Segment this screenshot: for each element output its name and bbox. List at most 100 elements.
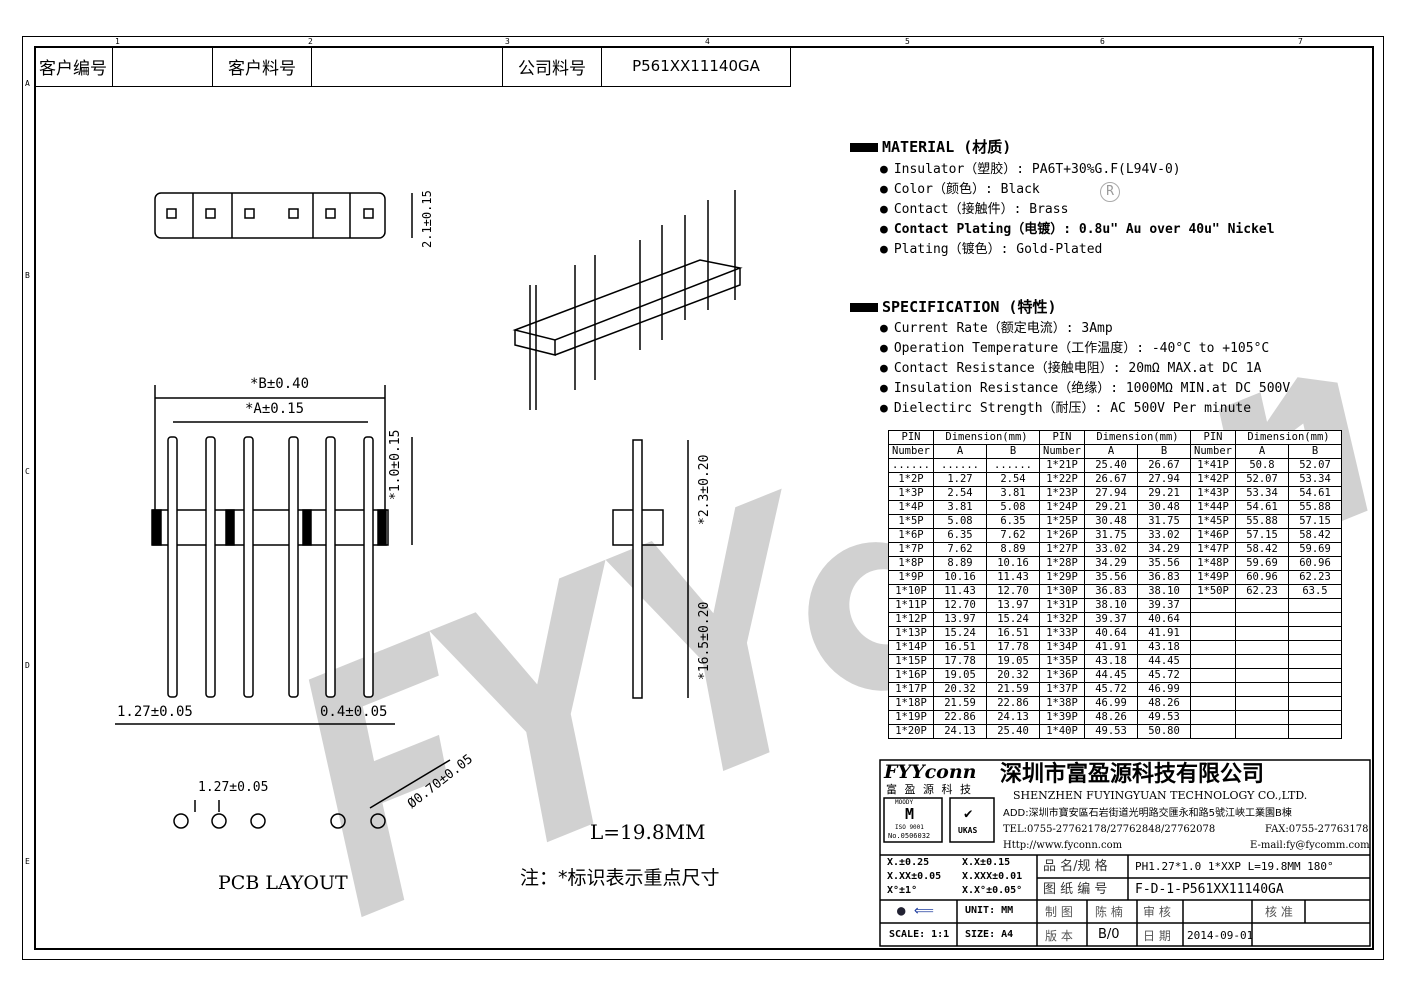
cert-iso: ISO 9001 (895, 824, 924, 831)
dim-pitch: 1.27±0.05 (117, 704, 193, 720)
check-label: 审 核 (1143, 905, 1171, 919)
dimension-cell: 55.88 (1288, 500, 1342, 515)
zone-label: 5 (905, 37, 910, 46)
dimension-cell: 59.69 (1235, 556, 1289, 571)
zone-label: D (25, 661, 30, 670)
company-logo: FYYconn (884, 761, 977, 783)
dimension-cell: 10.16 (986, 556, 1040, 571)
registered-mark: R (1100, 182, 1120, 202)
spec-item: Operation Temperature（工作温度）: -40°C to +1… (880, 341, 1269, 357)
name-value: PH1.27*1.0 1*XXP L=19.8MM 180° (1135, 860, 1334, 873)
dimension-cell: 16.51 (986, 626, 1040, 641)
side-view (612, 439, 689, 699)
spec-item: Dielectirc Strength（耐压）: AC 500V Per min… (880, 401, 1251, 417)
dimension-cell: 43.18 (1137, 640, 1191, 655)
pin-number-cell: 1*31P (1039, 598, 1085, 613)
spec-item: Contact Resistance（接触电阻）: 20mΩ MAX.at DC… (880, 361, 1262, 377)
dimension-cell: 3.81 (986, 486, 1040, 501)
approve-label: 核 准 (1265, 905, 1293, 919)
dimension-cell: 40.64 (1137, 612, 1191, 627)
company-address: ADD:深圳市寶安區石岩街道光明路交匯永和路5號江峽工業園B棟 (1003, 808, 1292, 819)
projection-symbol-icon: ● ⟸ (897, 903, 934, 919)
name-label: 品 名/规 格 (1043, 859, 1108, 874)
company-tel: TEL:0755-27762178/27762848/27762078 (1003, 824, 1216, 835)
dimension-cell: 57.15 (1288, 514, 1342, 529)
dimension-cell: 17.78 (933, 654, 987, 669)
customer-part-label: 客户料号 (213, 46, 312, 87)
drawing-no-label: 图 纸 编 号 (1043, 882, 1108, 897)
zone-label: E (25, 857, 30, 866)
inner-frame (34, 46, 1374, 950)
dim-pin-width: 0.4±0.05 (320, 704, 388, 720)
dimension-cell: 48.26 (1084, 710, 1138, 725)
pin-number-cell: 1*32P (1039, 612, 1085, 627)
watermark-letter-y (605, 488, 782, 772)
header-number: Number (888, 444, 934, 459)
date-label: 日 期 (1143, 929, 1171, 943)
zone-label: B (25, 271, 30, 280)
dimension-cell: 16.51 (933, 640, 987, 655)
zone-label: 4 (705, 37, 710, 46)
dimension-cell: 21.59 (986, 682, 1040, 697)
company-fax: FAX:0755-27763178 (1265, 824, 1369, 835)
dimension-cell: 41.91 (1137, 626, 1191, 641)
dimension-cell (1288, 724, 1342, 739)
cert-moody-logo: M (905, 805, 915, 823)
top-view (154, 192, 413, 239)
company-name-cn: 深圳市富盈源科技有限公司 (1000, 762, 1265, 787)
dimension-cell: 5.08 (933, 514, 987, 529)
dimension-cell: 38.10 (1137, 584, 1191, 599)
dim-b: *B±0.40 (250, 376, 310, 392)
dimension-cell: 17.78 (986, 640, 1040, 655)
zone-label: 1 (115, 37, 120, 46)
dimension-cell: 27.94 (1137, 472, 1191, 487)
dimension-cell: 45.72 (1137, 668, 1191, 683)
dim-a: *A±0.15 (245, 401, 305, 417)
spec-title: SPECIFICATION (特性) (850, 298, 1057, 316)
header-pin: PIN (1190, 430, 1236, 445)
pcb-pitch: 1.27±0.05 (198, 780, 269, 795)
unit: UNIT: MM (965, 905, 1014, 916)
dimension-cell: 27.94 (1084, 486, 1138, 501)
company-part-value: P561XX11140GA (602, 46, 791, 87)
zone-label: C (25, 467, 30, 476)
drawing-no-value: F-D-1-P561XX11140GA (1135, 882, 1284, 897)
dimension-cell: 25.40 (986, 724, 1040, 739)
dimension-cell: 50.8 (1235, 458, 1289, 473)
date-value: 2014-09-01 (1187, 929, 1254, 942)
dimension-cell: 41.91 (1084, 640, 1138, 655)
customer-no-label: 客户编号 (34, 46, 113, 87)
outer-frame (22, 36, 1384, 960)
revision-label: 版 本 (1045, 929, 1073, 943)
dimension-cell: 39.37 (1084, 612, 1138, 627)
dimension-cell: 7.62 (986, 528, 1040, 543)
dimension-cell: 24.13 (933, 724, 987, 739)
cert-no: No.0506032 (888, 832, 931, 840)
ukas-crown-icon: ✔ (964, 806, 973, 822)
zone-label: 6 (1100, 37, 1105, 46)
material-title: MATERIAL (材质) (850, 138, 1011, 156)
pcb-layout-holes (173, 759, 451, 829)
dimension-cell: 11.43 (986, 570, 1040, 585)
front-view (115, 385, 413, 725)
pin-number-cell: 1*44P (1190, 500, 1236, 515)
watermark-letter-f (308, 630, 448, 918)
tolerance: X.XXX±0.01 (962, 871, 1023, 882)
